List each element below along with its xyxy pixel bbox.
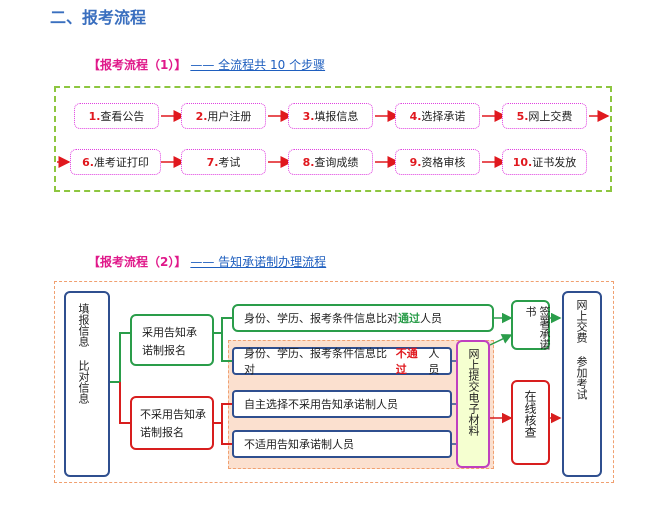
flow1-heading: 【报考流程（1）】—— 全流程共 10 个步骤 (88, 56, 325, 73)
flow1-container (54, 86, 612, 192)
online-review-label: 在线核查 (523, 390, 537, 438)
flow2-container (54, 281, 614, 483)
sign-label: 签署承诺书 (524, 306, 551, 350)
fail-row: 身份、学历、报考条件信息比对不通过人员 (232, 347, 452, 376)
step-1: 1.查看公告 (74, 103, 159, 129)
online-review-box: 在线核查 (511, 380, 550, 465)
step-3: 3.填报信息 (288, 103, 373, 129)
fill-compare-box: 填报信息 比对信息 (64, 291, 110, 477)
not-adopt-label: 不采用告知承诺制报名 (140, 408, 206, 439)
step-5: 5.网上交费 (502, 103, 587, 129)
step-4: 4.选择承诺 (395, 103, 480, 129)
pass-row: 身份、学历、报考条件信息比对通过人员 (232, 304, 494, 332)
step-10: 10.证书发放 (502, 149, 587, 175)
flow2-title: 【报考流程（2）】 (88, 255, 187, 269)
fill-compare-label: 填报信息 比对信息 (77, 303, 90, 404)
adopt-box: 采用告知承诺制报名 (130, 314, 214, 366)
self-choose-row: 自主选择不采用告知承诺制人员 (232, 390, 452, 418)
sign-box: 签署承诺书 (511, 300, 551, 350)
submit-materials-box: 网上提交电子材料 (456, 340, 490, 468)
flow1-title: 【报考流程（1）】 (88, 58, 187, 72)
step-2: 2.用户注册 (181, 103, 266, 129)
pay-exam-box: 网上交费 参加考试 (562, 291, 602, 477)
step-9: 9.资格审核 (395, 149, 480, 175)
pay-exam-label: 网上交费 参加考试 (575, 299, 588, 400)
flow2-heading: 【报考流程（2）】—— 告知承诺制办理流程 (88, 253, 326, 270)
step-8: 8.查询成绩 (288, 149, 373, 175)
adopt-label: 采用告知承诺制报名 (142, 326, 197, 357)
submit-materials-label: 网上提交电子材料 (467, 348, 480, 436)
section-title: 二、报考流程 (50, 8, 147, 27)
flow1-link[interactable]: —— 全流程共 10 个步骤 (190, 58, 326, 72)
not-adopt-box: 不采用告知承诺制报名 (130, 396, 214, 450)
step-6: 6.准考证打印 (70, 149, 161, 175)
step-7: 7.考试 (181, 149, 266, 175)
not-applicable-row: 不适用告知承诺制人员 (232, 430, 452, 458)
flow2-link[interactable]: —— 告知承诺制办理流程 (190, 255, 327, 269)
